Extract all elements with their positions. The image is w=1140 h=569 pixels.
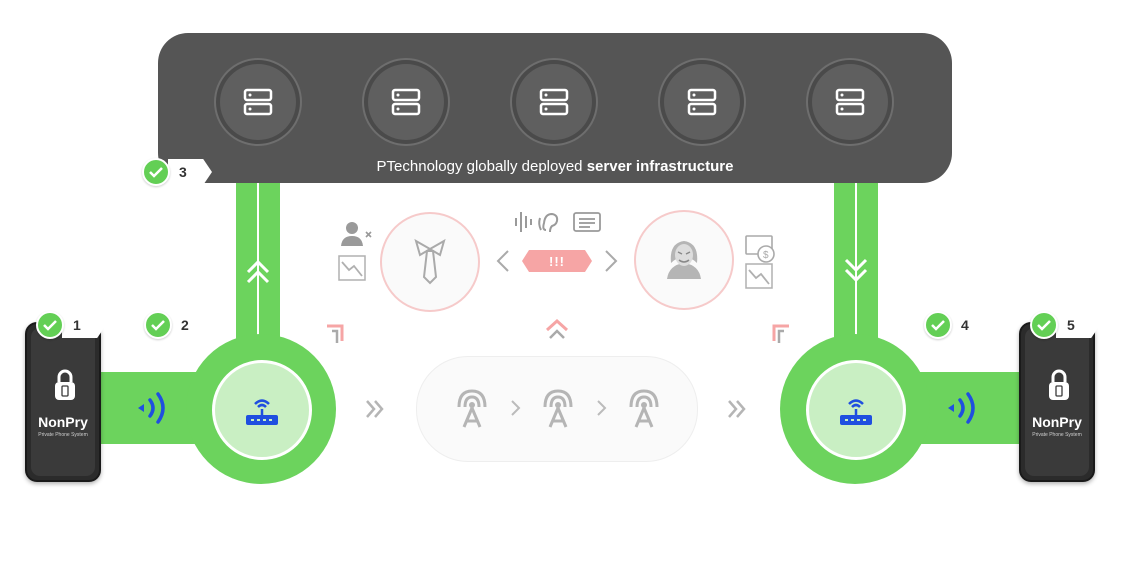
- check-icon: [36, 311, 64, 339]
- server-icon: [243, 88, 273, 116]
- money-loss-icon: $: [745, 235, 775, 289]
- server-icon: [391, 88, 421, 116]
- sound-wave-icon: [515, 212, 532, 232]
- ear-icon: [538, 212, 559, 233]
- right-router-circle: [806, 360, 906, 460]
- lock-icon: [55, 369, 75, 400]
- wireless-signal-icon: [948, 392, 975, 424]
- server-icon: [539, 88, 569, 116]
- step-badge-5: 5: [1030, 310, 1100, 340]
- right-phone: NonPry Private Phone System: [1019, 322, 1095, 482]
- down-chevron-icon: [844, 258, 868, 283]
- left-router-circle: [212, 360, 312, 460]
- server-node: [658, 58, 746, 146]
- step-badge-3: 3: [142, 157, 212, 187]
- left-phone: NonPry Private Phone System: [25, 322, 101, 482]
- chevron-right-icon: [597, 400, 607, 416]
- chevron-right-icon: [511, 400, 521, 416]
- check-icon: [1030, 311, 1058, 339]
- up-chevron-icon: [545, 318, 569, 339]
- check-icon: [144, 311, 172, 339]
- chevron-right-icon: [605, 250, 618, 272]
- user-blocked-icon: [338, 222, 372, 281]
- cell-tower-route: [416, 356, 698, 462]
- server-infrastructure-bar: PTechnology globally deployed server inf…: [158, 33, 952, 183]
- double-chevron-right-icon: [728, 400, 746, 418]
- step-number: 2: [181, 317, 189, 333]
- server-node: [362, 58, 450, 146]
- corner-arrow-icon: [772, 324, 789, 343]
- cell-tower-icon: [629, 389, 659, 428]
- server-icon: [835, 88, 865, 116]
- transcript-icon: [573, 212, 601, 232]
- double-chevron-right-icon: [366, 400, 384, 418]
- router-icon: [246, 399, 278, 425]
- svg-text:$: $: [763, 250, 769, 261]
- impostor-threat-circle: [380, 212, 480, 312]
- phone-brand: NonPry: [38, 414, 88, 430]
- cell-tower-icon: [457, 389, 487, 428]
- wireless-signal-icon: [138, 392, 165, 424]
- server-node: [214, 58, 302, 146]
- router-icon: [840, 399, 872, 425]
- check-icon: [142, 158, 170, 186]
- server-caption: PTechnology globally deployed server inf…: [158, 158, 952, 175]
- hacker-icon: [667, 241, 701, 279]
- step-number: 3: [179, 164, 187, 180]
- lock-icon: [1049, 369, 1069, 400]
- phone-brand: NonPry: [1032, 414, 1082, 430]
- step-number: 4: [961, 317, 969, 333]
- server-node: [806, 58, 894, 146]
- server-caption-prefix: PTechnology globally deployed: [376, 158, 587, 175]
- corner-arrow-icon: [327, 324, 344, 343]
- falling-chart-icon: [338, 255, 366, 281]
- hacker-threat-circle: [634, 210, 734, 310]
- step-badge-4: 4: [924, 310, 994, 340]
- step-badge-1: 1: [36, 310, 106, 340]
- chevron-left-icon: [496, 250, 509, 272]
- cell-tower-icon: [543, 389, 573, 428]
- step-number: 1: [73, 317, 81, 333]
- up-chevron-icon: [246, 259, 270, 284]
- phone-tagline: Private Phone System: [38, 432, 88, 438]
- phone-tagline: Private Phone System: [1032, 432, 1082, 438]
- falling-chart-icon: [745, 263, 773, 289]
- left-router-hub: [186, 334, 336, 484]
- alert-badge: !!!: [522, 250, 592, 272]
- server-caption-bold: server infrastructure: [586, 158, 734, 175]
- check-icon: [924, 311, 952, 339]
- step-badge-2: 2: [144, 310, 214, 340]
- cash-icon: $: [745, 235, 775, 263]
- server-node: [510, 58, 598, 146]
- eavesdrop-icons: [515, 212, 601, 233]
- server-icon: [687, 88, 717, 116]
- tie-icon: [414, 238, 446, 285]
- right-router-hub: [780, 334, 930, 484]
- step-number: 5: [1067, 317, 1075, 333]
